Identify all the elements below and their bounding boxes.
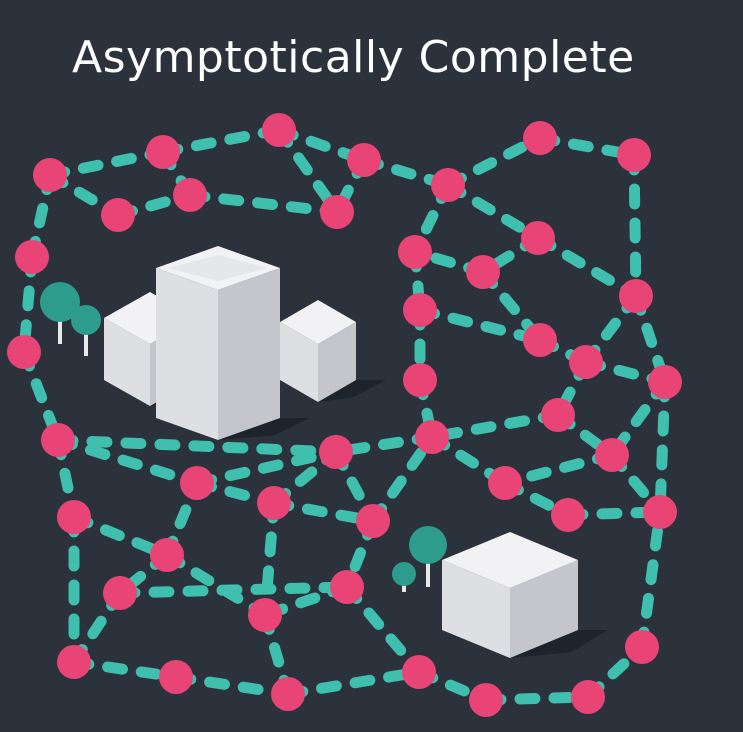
tree-right-1-trunk [426, 545, 430, 587]
building-low-right-top-face [280, 300, 356, 344]
building-tower-right-face [218, 268, 280, 440]
building-bottom-right [442, 532, 578, 658]
roadmap-node [402, 655, 436, 689]
roadmap-node [7, 335, 41, 369]
roadmap-edge [367, 431, 438, 527]
roadmap-node [33, 158, 67, 192]
roadmap-node [15, 240, 49, 274]
tree-right-1 [409, 526, 447, 587]
tree-left-1-crown [40, 282, 80, 322]
building-tower-left-face [156, 268, 218, 440]
roadmap-edge [636, 506, 666, 653]
roadmap-node [173, 178, 207, 212]
roadmap-node [262, 113, 296, 147]
roadmap-edge [52, 434, 342, 458]
tree-right-2 [392, 562, 416, 592]
building-low-right-left-face [280, 322, 318, 402]
roadmap-node [320, 195, 354, 229]
roadmap-node [523, 121, 557, 155]
roadmap-edge [532, 232, 642, 302]
slide-title: Asymptotically Complete [72, 32, 635, 83]
roadmap-node [617, 138, 651, 172]
roadmap-node [146, 135, 180, 169]
tree-left-1 [40, 282, 80, 344]
roadmap-node [57, 645, 91, 679]
roadmap-node [595, 438, 629, 472]
building-tower-roof [168, 255, 268, 281]
roadmap-node [398, 235, 432, 269]
tree-left-2-trunk [84, 320, 88, 356]
roadmap-node [643, 495, 677, 529]
building-low-right-right-face [318, 322, 356, 402]
roadmap-node [150, 538, 184, 572]
roadmap-edge [68, 656, 182, 683]
roadmap-node [403, 363, 437, 397]
roadmap-node [347, 143, 381, 177]
roadmap-edge [442, 179, 544, 244]
roadmap-node [541, 398, 575, 432]
roadmap-node [469, 683, 503, 717]
tree-left-2 [71, 305, 101, 356]
roadmap-node [415, 420, 449, 454]
roadmap-edge [414, 304, 546, 346]
roadmap-edge [191, 446, 342, 489]
tree-right-1-crown [409, 526, 447, 564]
roadmap-node [431, 168, 465, 202]
roadmap-node [523, 323, 557, 357]
roadmap-edge [114, 581, 353, 599]
roadmap-node [466, 255, 500, 289]
roadmap-node [319, 435, 353, 469]
roadmap-edge [170, 671, 294, 700]
roadmap-node [101, 198, 135, 232]
roadmap-node [403, 293, 437, 327]
roadmap-edge [259, 497, 280, 621]
roadmap-edge [44, 146, 169, 181]
roadmap-node [356, 504, 390, 538]
roadmap-edge [426, 409, 564, 443]
building-bottom-right-top-face [442, 532, 578, 588]
roadmap-edge [480, 691, 594, 706]
roadmap-node [57, 500, 91, 534]
tree-left-1-trunk [58, 302, 62, 344]
roadmap-node [521, 221, 555, 255]
tree-left-2-crown [71, 305, 101, 335]
roadmap-edge [184, 189, 343, 218]
roadmap-node [625, 630, 659, 664]
roadmap-node [569, 345, 603, 379]
roadmap-nodes [7, 113, 682, 717]
roadmap-edge [52, 434, 203, 489]
tree-right-2-crown [392, 562, 416, 586]
roadmap-edge [628, 149, 642, 302]
roadmap-edge [654, 376, 671, 518]
building-bottom-right-right-face [510, 560, 578, 658]
roadmap-node [648, 365, 682, 399]
building-low-right [280, 300, 356, 402]
roadmap-node [180, 466, 214, 500]
roadmap-node [551, 498, 585, 532]
building-low-left-left-face [104, 318, 150, 406]
roadmap-edge [161, 549, 271, 621]
roadmap-edge [499, 449, 618, 489]
roadmap-node [571, 680, 605, 714]
roadmap-node [619, 279, 653, 313]
roadmap-node [257, 486, 291, 520]
obstacles [40, 246, 578, 658]
roadmap-edge [157, 124, 285, 158]
roadmap-node [271, 677, 305, 711]
roadmap-node [41, 423, 75, 457]
roadmap-edge [442, 132, 546, 191]
roadmap-node [159, 660, 193, 694]
roadmap-edge [282, 666, 425, 700]
roadmap-node [103, 576, 137, 610]
building-bottom-right-left-face [442, 560, 510, 658]
roadmap-edge [341, 581, 425, 678]
roadmap-node [330, 570, 364, 604]
roadmap-node [488, 466, 522, 500]
roadmap-node [248, 598, 282, 632]
